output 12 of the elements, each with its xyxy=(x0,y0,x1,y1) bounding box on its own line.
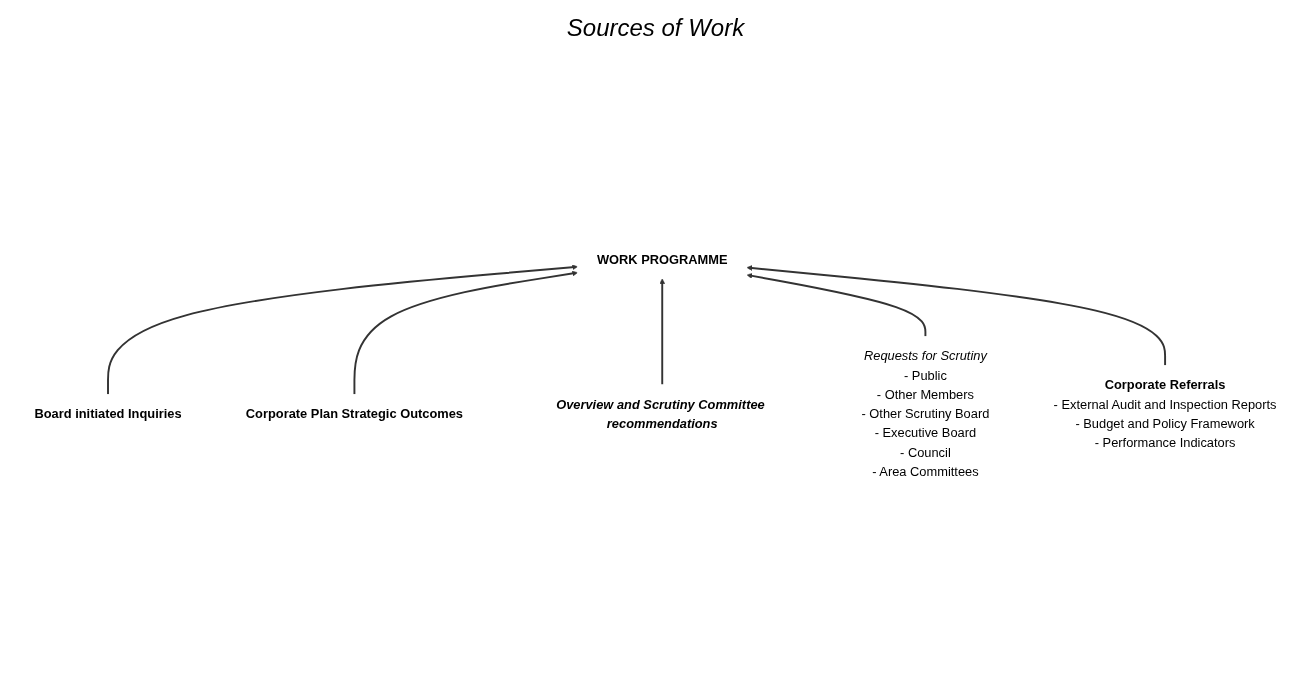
arrow xyxy=(353,270,578,395)
arrow xyxy=(107,263,578,395)
node-text: Overview and Scrutiny Committee recommendations xyxy=(556,396,765,430)
node-text: Corporate Referrals - External Audit and Inspection Reports - Budget and Policy Framework - Performance Indicators xyxy=(1053,377,1277,450)
diagram-title: Sources of Work xyxy=(565,14,746,42)
arrow xyxy=(746,264,1167,366)
node-text: Board initiated Inquiries xyxy=(34,406,182,421)
node-text: Corporate Plan Strategic Outcomes xyxy=(245,406,463,421)
node-text: Requests for Scrutiny - Public - Other Members - Other Scrutiny Board - Executive Board - Council - Area Committees xyxy=(861,348,990,479)
arrow xyxy=(659,278,666,386)
arrow xyxy=(746,272,927,338)
node-text: WORK PROGRAMME xyxy=(596,251,728,267)
